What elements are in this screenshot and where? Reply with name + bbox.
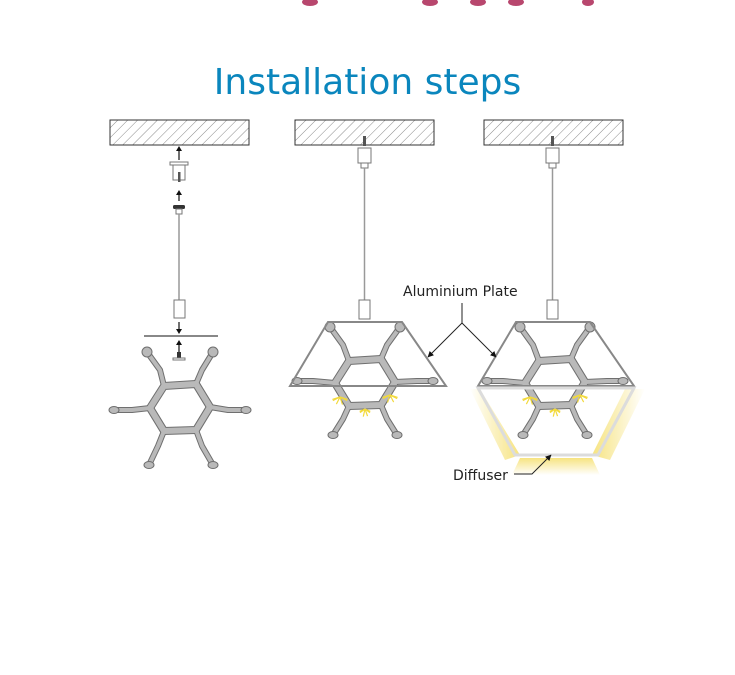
page-title: Installation steps bbox=[213, 62, 522, 104]
ceiling-anchor bbox=[545, 147, 560, 164]
cable-gripper bbox=[173, 205, 185, 209]
aluminium-plate-leader bbox=[427, 303, 497, 358]
ceiling-anchor bbox=[357, 147, 372, 164]
arm-connector-tip bbox=[240, 406, 252, 414]
arm-connector-tip bbox=[143, 461, 155, 469]
cable-sleeve bbox=[173, 299, 186, 319]
arm-connector-tip bbox=[108, 406, 120, 414]
arrow-up-icon bbox=[176, 340, 182, 352]
frame-arm bbox=[295, 379, 337, 385]
frame-arm bbox=[331, 404, 351, 437]
arm-connector-tip bbox=[617, 377, 629, 385]
frame-arm bbox=[328, 325, 351, 363]
frame-arm bbox=[145, 350, 166, 388]
cropped-heading-marks bbox=[302, 0, 594, 6]
heading-glyph-fragment bbox=[582, 0, 594, 6]
frame-arm bbox=[379, 403, 399, 437]
aluminium-plate bbox=[476, 321, 636, 387]
diffuser bbox=[475, 386, 637, 457]
cable-sleeve bbox=[358, 299, 371, 320]
led-light-spark-icon bbox=[382, 394, 398, 403]
aluminium-plate bbox=[288, 321, 448, 387]
arrow-down-icon bbox=[176, 322, 182, 334]
arm-connector-tip bbox=[517, 431, 529, 439]
arm-connector-tip bbox=[141, 346, 153, 358]
frame-arm bbox=[518, 325, 541, 363]
heading-glyph-fragment bbox=[470, 0, 486, 6]
screw bbox=[177, 352, 181, 358]
led-light-spark-icon bbox=[332, 396, 348, 405]
arm-connector-tip bbox=[207, 346, 219, 358]
heading-glyph-fragment bbox=[302, 0, 318, 6]
frame-arm bbox=[569, 325, 592, 361]
ceiling-anchor bbox=[169, 161, 189, 182]
led-light-spark-icon bbox=[549, 408, 561, 417]
heading-glyph-fragment bbox=[508, 0, 524, 6]
step-1-mount-assembly bbox=[108, 119, 252, 469]
cropped-heading-fragment bbox=[0, 0, 735, 6]
arm-connector-tip bbox=[427, 377, 439, 385]
led-light-spark-icon bbox=[359, 408, 371, 417]
diffuser-leader bbox=[514, 454, 552, 475]
frame-arm bbox=[393, 379, 435, 384]
frame-arm bbox=[194, 350, 215, 386]
frame-arm bbox=[379, 325, 402, 361]
cable-sleeve bbox=[546, 299, 559, 320]
led-hexagon-frame bbox=[291, 321, 439, 439]
label-diffuser: Diffuser bbox=[453, 468, 508, 484]
arm-connector-tip bbox=[581, 431, 593, 439]
frame-arm bbox=[521, 404, 541, 437]
frame-arm bbox=[194, 428, 215, 467]
frame-arm bbox=[485, 379, 527, 385]
frame-arm bbox=[147, 429, 166, 467]
step-2-with-plate bbox=[288, 119, 448, 439]
led-light-spark-icon bbox=[522, 396, 538, 405]
frame-arm bbox=[569, 403, 589, 437]
arrow-up-icon bbox=[176, 190, 182, 201]
arm-connector-tip bbox=[327, 431, 339, 439]
led-light-spark-icon bbox=[572, 394, 588, 403]
led-hexagon-frame bbox=[108, 346, 252, 469]
frame-arm bbox=[583, 379, 625, 384]
frame-arm bbox=[112, 406, 152, 412]
arm-connector-tip bbox=[391, 431, 403, 439]
hexagon-channel bbox=[147, 381, 213, 434]
ceiling-slab bbox=[109, 119, 250, 146]
arm-connector-tip bbox=[514, 321, 526, 333]
cropped-heading-svg bbox=[302, 0, 594, 6]
arm-connector-tip bbox=[207, 461, 219, 469]
arrow-up-icon bbox=[176, 146, 182, 160]
frame-arm bbox=[208, 405, 248, 412]
step-3-with-diffuser bbox=[470, 119, 645, 475]
label-aluminium-plate: Aluminium Plate bbox=[403, 284, 518, 300]
heading-glyph-fragment bbox=[422, 0, 438, 6]
led-hexagon-frame bbox=[481, 321, 629, 439]
